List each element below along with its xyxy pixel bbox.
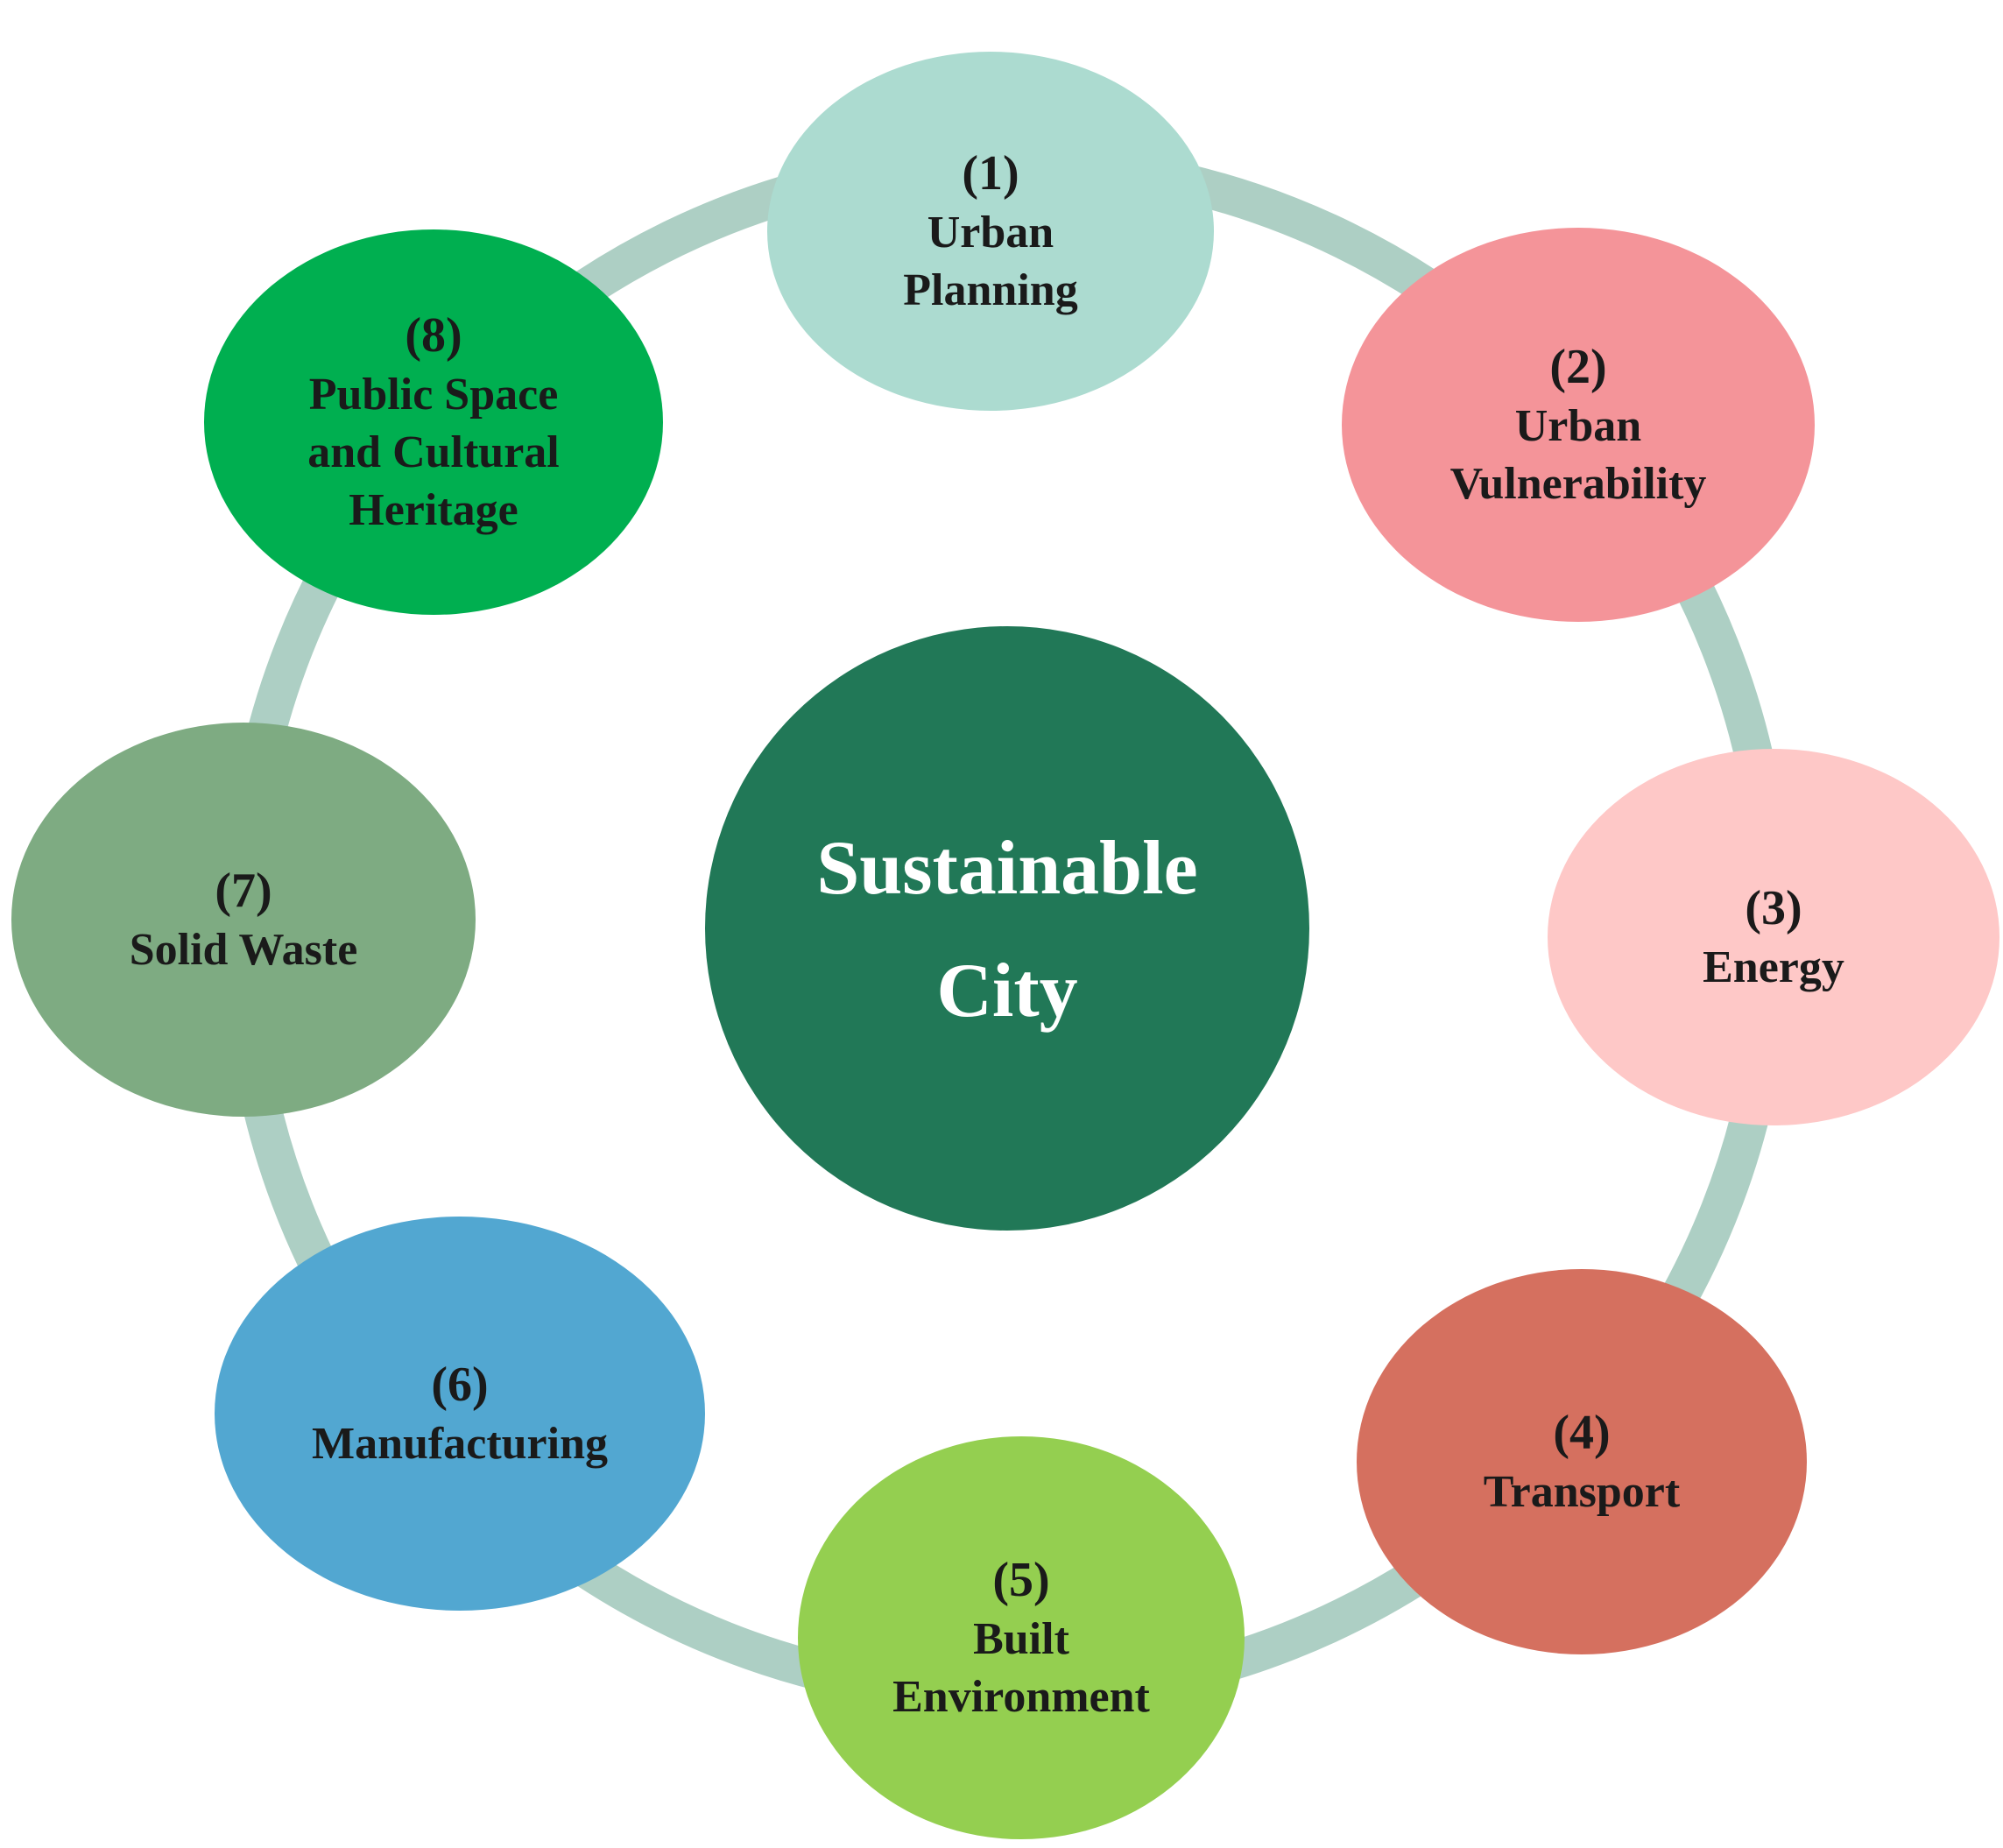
node-label-line: Urban bbox=[1515, 401, 1642, 451]
node-ellipse bbox=[1357, 1269, 1807, 1654]
node-7: (7) Solid Waste bbox=[11, 723, 476, 1117]
node-label-line: Public Space bbox=[309, 370, 559, 420]
node-label-line: Environment bbox=[892, 1672, 1150, 1722]
node-number: (8) bbox=[405, 308, 462, 363]
center-label-line: Sustainable bbox=[816, 826, 1197, 911]
node-label-line: Transport bbox=[1484, 1467, 1681, 1517]
node-label-line: Built bbox=[973, 1614, 1069, 1664]
nodes-layer: (1)UrbanPlanning(2)UrbanVulnerability(3)… bbox=[11, 52, 1999, 1839]
node-number: (3) bbox=[1745, 881, 1802, 935]
node-label-line: and Cultural bbox=[307, 427, 560, 477]
node-number: (5) bbox=[992, 1553, 1049, 1607]
node-ellipse bbox=[1548, 749, 1999, 1125]
node-4: (4) Transport bbox=[1357, 1269, 1807, 1654]
node-ellipse bbox=[798, 1436, 1245, 1839]
node-label-line: Vulnerability bbox=[1450, 459, 1707, 509]
center-label-line: City bbox=[936, 949, 1077, 1033]
node-number: (1) bbox=[962, 146, 1019, 201]
node-label-line: Energy bbox=[1703, 942, 1844, 992]
node-number: (4) bbox=[1553, 1406, 1610, 1460]
node-label-line: Solid Waste bbox=[130, 925, 358, 975]
node-ellipse bbox=[767, 52, 1214, 411]
node-ellipse bbox=[1342, 228, 1815, 622]
node-label-line: Planning bbox=[903, 265, 1077, 315]
node-ellipse bbox=[204, 229, 663, 615]
node-ellipse bbox=[11, 723, 476, 1117]
node-6: (6) Manufacturing bbox=[215, 1217, 705, 1611]
node-3: (3) Energy bbox=[1548, 749, 1999, 1125]
node-number: (7) bbox=[215, 864, 272, 918]
center-circle bbox=[705, 626, 1309, 1231]
node-number: (6) bbox=[431, 1358, 488, 1412]
node-label-line: Urban bbox=[927, 208, 1054, 257]
node-ellipse bbox=[215, 1217, 705, 1611]
node-label-line: Manufacturing bbox=[312, 1419, 608, 1469]
node-label-line: Heritage bbox=[349, 485, 518, 535]
node-number: (2) bbox=[1549, 340, 1606, 394]
